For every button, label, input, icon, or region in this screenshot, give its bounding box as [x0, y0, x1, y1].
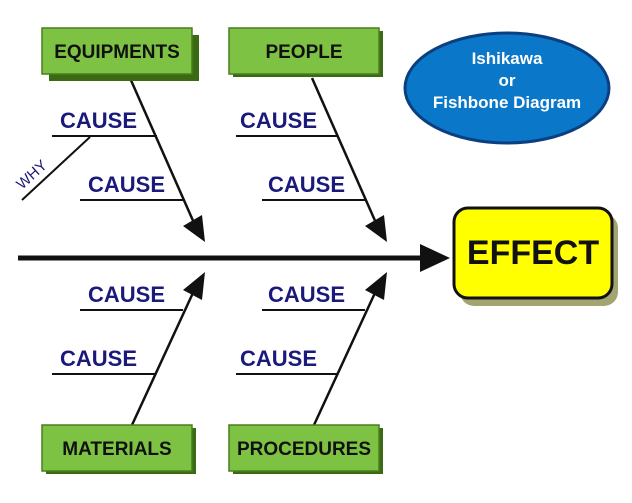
title-badge: Ishikawa or Fishbone Diagram [403, 31, 611, 145]
bone-equipments [128, 77, 200, 233]
effect-box: EFFECT [452, 206, 618, 306]
bone-people [310, 77, 382, 233]
category-label: EQUIPMENTS [54, 42, 180, 63]
cause-label: CAUSE [240, 108, 317, 133]
bone-equipments-arrow [183, 215, 205, 242]
spine-arrowhead [420, 244, 450, 272]
cause-label: CAUSE [268, 282, 345, 307]
bone-materials-arrow [183, 272, 205, 300]
title-line-2: or [499, 71, 516, 90]
category-label: PROCEDURES [237, 439, 371, 460]
title-line-1: Ishikawa [472, 49, 543, 68]
cause-label: CAUSE [88, 172, 165, 197]
category-label: MATERIALS [62, 439, 171, 460]
category-people: PEOPLE [228, 27, 383, 77]
category-materials: MATERIALS [41, 424, 196, 474]
cause-label: CAUSE [88, 282, 165, 307]
bone-materials [130, 281, 200, 426]
bone-people-arrow [365, 215, 387, 242]
cause-label: CAUSE [60, 108, 137, 133]
category-equipments: EQUIPMENTS [41, 27, 199, 81]
cause-label: CAUSE [268, 172, 345, 197]
why-label: WHY [13, 157, 50, 193]
cause-label: CAUSE [240, 346, 317, 371]
bone-procedures [312, 281, 382, 426]
bone-procedures-arrow [365, 272, 387, 300]
cause-label: CAUSE [60, 346, 137, 371]
category-label: PEOPLE [265, 42, 342, 63]
category-procedures: PROCEDURES [228, 424, 383, 474]
title-line-3: Fishbone Diagram [433, 93, 581, 112]
why-line [21, 136, 91, 201]
effect-label: EFFECT [467, 234, 599, 272]
